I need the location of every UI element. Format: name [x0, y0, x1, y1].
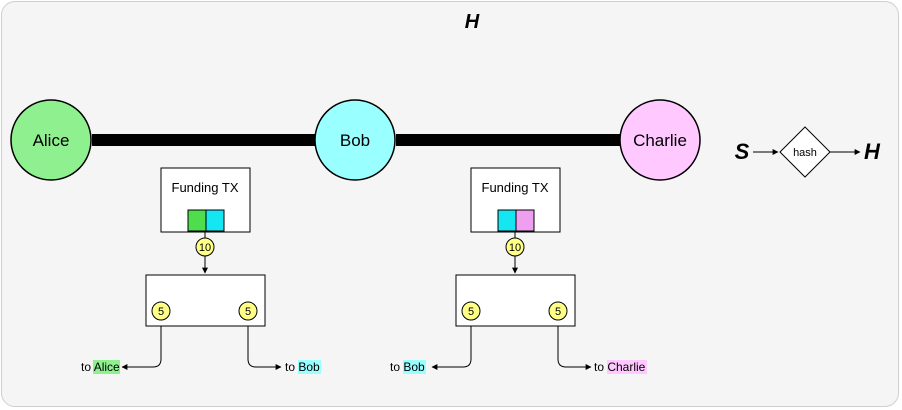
svg-text:5: 5 [468, 306, 474, 318]
funding-slot-left [187, 209, 207, 232]
funding-tx-bob-charlie: Funding TX [470, 167, 561, 233]
funding-slot-right [515, 209, 535, 232]
output-label-to-bob: to Bob [285, 360, 321, 374]
svg-text:to Alice: to Alice [81, 360, 120, 374]
svg-text:10: 10 [509, 242, 521, 254]
party-name: Charlie [607, 360, 645, 374]
hash-function-label: hash [793, 147, 817, 159]
svg-text:5: 5 [555, 306, 561, 318]
svg-text:to Bob: to Bob [390, 360, 425, 374]
funding-amount-badge-bob-charlie: 10 [505, 237, 525, 257]
output-label-to-alice: to Alice [81, 360, 120, 374]
output-amount-badge: 5 [548, 301, 568, 321]
party-name: Bob [403, 360, 425, 374]
svg-text:10: 10 [199, 242, 211, 254]
funding-amount-badge-alice-bob: 10 [195, 237, 215, 257]
node-bob: Bob [314, 99, 396, 181]
node-charlie: Charlie [619, 99, 701, 181]
svg-text:5: 5 [245, 306, 251, 318]
hash-input-symbol: S [735, 139, 750, 164]
funding-tx-label: Funding TX [482, 180, 549, 195]
node-alice: Alice [10, 99, 92, 181]
funding-slot-right [205, 209, 225, 232]
node-charlie-label: Charlie [633, 131, 687, 150]
output-arrow-to-bob [431, 326, 472, 370]
svg-text:to Bob: to Bob [285, 360, 320, 374]
hash-function-diamond [779, 126, 831, 178]
party-name: Bob [298, 360, 320, 374]
node-alice-label: Alice [33, 131, 70, 150]
svg-text:to Charlie: to Charlie [594, 360, 646, 374]
diagram-title: H [465, 11, 480, 33]
output-amount-badge: 5 [238, 301, 258, 321]
output-arrow-to-alice [121, 326, 162, 370]
output-amount-badge: 5 [151, 301, 171, 321]
node-bob-label: Bob [340, 131, 370, 150]
funding-slot-left [497, 209, 517, 232]
output-arrow-to-charlie [557, 326, 592, 370]
output-arrow-to-bob [247, 326, 282, 370]
output-amount-badge: 5 [461, 301, 481, 321]
hash-flow: S hash H [735, 126, 881, 178]
funding-tx-label: Funding TX [172, 180, 239, 195]
output-label-to-charlie: to Charlie [594, 360, 647, 374]
output-label-to-bob: to Bob [390, 360, 426, 374]
party-name: Alice [94, 360, 120, 374]
hash-output-symbol: H [864, 139, 881, 164]
svg-text:5: 5 [158, 306, 164, 318]
funding-tx-alice-bob: Funding TX [160, 167, 251, 233]
